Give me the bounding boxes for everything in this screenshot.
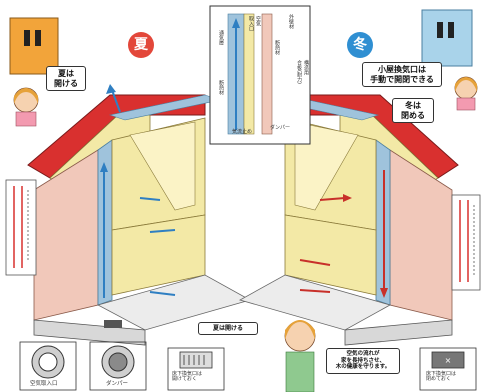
winter-floor-vent-label: 床下換気口は 閉めておく [426, 371, 457, 383]
center-label-airstop: 気流止め [232, 129, 253, 135]
winter-slope [294, 121, 359, 211]
winter-arrowheads [343, 194, 388, 298]
summer-slope [129, 121, 196, 211]
air-flow-bubble: 空気の流れが 家を長持ちさせ、 木の健康を守ります。 [326, 348, 400, 374]
summer-window-slot-left [24, 30, 30, 46]
svg-text:×: × [445, 356, 452, 365]
summer-foundation [33, 319, 146, 346]
center-label-insulation-2: 断熱材 [218, 80, 224, 95]
summer-open-bottom-bubble: 夏は開ける [198, 322, 258, 336]
winter-attic-bubble: 小屋換気口は 手動で開閉できる [362, 62, 442, 88]
center-label-intake: 空気 取入口 [248, 16, 261, 31]
winter-floor [238, 274, 392, 331]
center-label-vent-layer: 通気層 [218, 30, 224, 45]
winter-close-bubble: 冬は 閉める [392, 98, 434, 124]
winter-foundation [344, 319, 453, 346]
center-detail-panel [209, 5, 311, 145]
summer-outer-wall [33, 149, 99, 321]
center-label-outer-wall: 外壁材 [288, 14, 294, 29]
winter-girl-icon [454, 76, 478, 111]
summer-floor-vent-label: 床下換気口は 開けておく [172, 371, 203, 383]
center-girl-icon [284, 320, 316, 392]
intake-label: 空気取入口 [30, 381, 58, 387]
winter-window-panel [421, 9, 473, 67]
summer-window-slot-right [35, 30, 41, 46]
center-label-plywood: 構造用 合板(耐力) [296, 60, 309, 84]
summer-airflow-arrows [103, 89, 176, 298]
summer-badge: 夏 [128, 32, 154, 58]
winter-window-slot-right [448, 22, 454, 38]
summer-window-panel [9, 17, 59, 75]
winter-airflow-arrows [299, 170, 385, 293]
summer-arrowheads [100, 84, 116, 172]
winter-badge: 冬 [347, 32, 373, 58]
center-label-insulation-1: 断熱材 [274, 40, 280, 55]
winter-window-slot-left [437, 22, 443, 38]
summer-side-detail [5, 179, 37, 276]
damper-label: ダンパー [106, 381, 129, 387]
center-label-damper: ダンパー [270, 125, 291, 131]
summer-girl-icon [13, 87, 39, 127]
summer-open-bubble: 夏は 開ける [46, 66, 86, 92]
winter-side-detail [451, 194, 481, 291]
